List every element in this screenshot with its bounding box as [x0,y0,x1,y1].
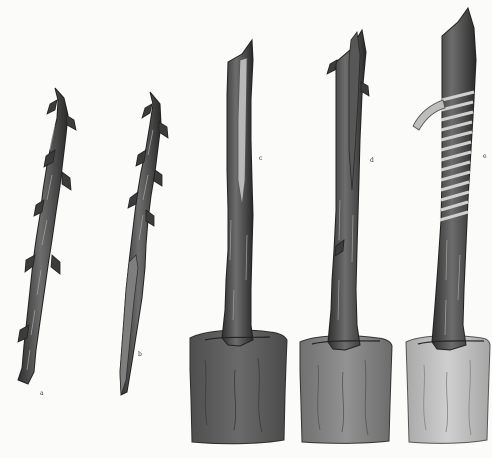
bud-a1 [47,100,57,114]
panel-label-d: d [370,157,374,164]
pot-c [190,330,287,444]
bud-a4 [62,172,71,190]
rootstock-stem-c [222,40,253,346]
pot-d [300,336,392,444]
panel-c: c [190,40,287,444]
pot-e [406,336,490,444]
panel-label-c: c [259,155,263,162]
bud-b2 [159,122,168,138]
panel-label-e: e [483,153,487,160]
rootstock-stem-e [432,8,476,350]
bud-a6 [51,255,60,274]
tape-tail-e [413,100,445,130]
panel-a: a [18,88,76,397]
rootstock-stem-d [328,30,366,350]
scion-twig-a [18,88,68,384]
panel-b: b [120,92,168,395]
panel-label-b: b [138,351,142,358]
panel-d: d [300,30,392,443]
bud-a2 [66,115,76,130]
panel-e: e [406,8,490,443]
bud-b1 [142,104,152,118]
panel-label-a: a [40,390,44,397]
bud-b4 [154,170,162,186]
